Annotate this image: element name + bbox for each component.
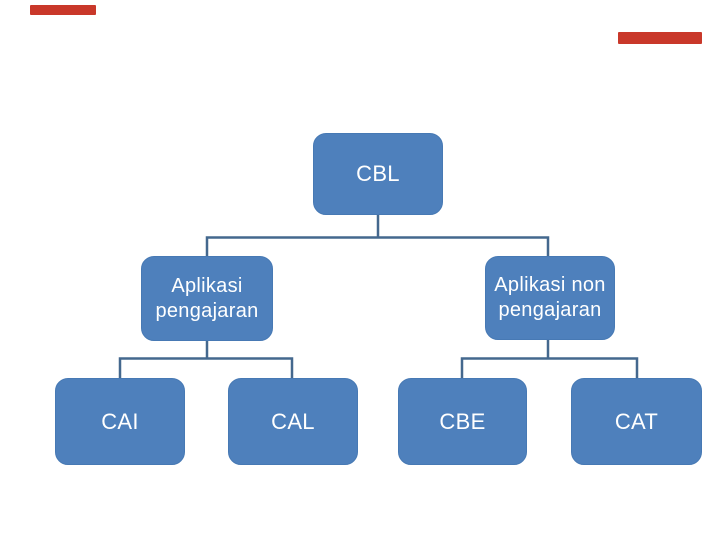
node-aplikasi-pengajaran: Aplikasi pengajaran xyxy=(141,256,273,341)
red-accent-bar-top-right xyxy=(618,32,702,44)
node-cbl: CBL xyxy=(313,133,443,215)
red-accent-bar-top-left xyxy=(30,5,96,15)
node-cat: CAT xyxy=(571,378,702,465)
node-aplikasi-non-pengajaran: Aplikasi non pengajaran xyxy=(485,256,615,340)
node-cal: CAL xyxy=(228,378,358,465)
node-cbe-label: CBE xyxy=(439,408,486,434)
node-cai-label: CAI xyxy=(101,408,139,434)
node-cbl-label: CBL xyxy=(356,161,400,186)
connector-root-to-level2 xyxy=(205,213,550,258)
node-aplikasi-non-pengajaran-label: Aplikasi non pengajaran xyxy=(494,274,606,321)
node-cat-label: CAT xyxy=(614,408,659,434)
node-cbe: CBE xyxy=(398,378,527,465)
node-cal-label: CAL xyxy=(271,408,315,434)
connector-left-branch xyxy=(118,339,294,380)
node-aplikasi-pengajaran-label: Aplikasi pengajaran xyxy=(155,274,259,322)
node-cai: CAI xyxy=(55,378,185,465)
connector-right-branch xyxy=(460,338,639,380)
